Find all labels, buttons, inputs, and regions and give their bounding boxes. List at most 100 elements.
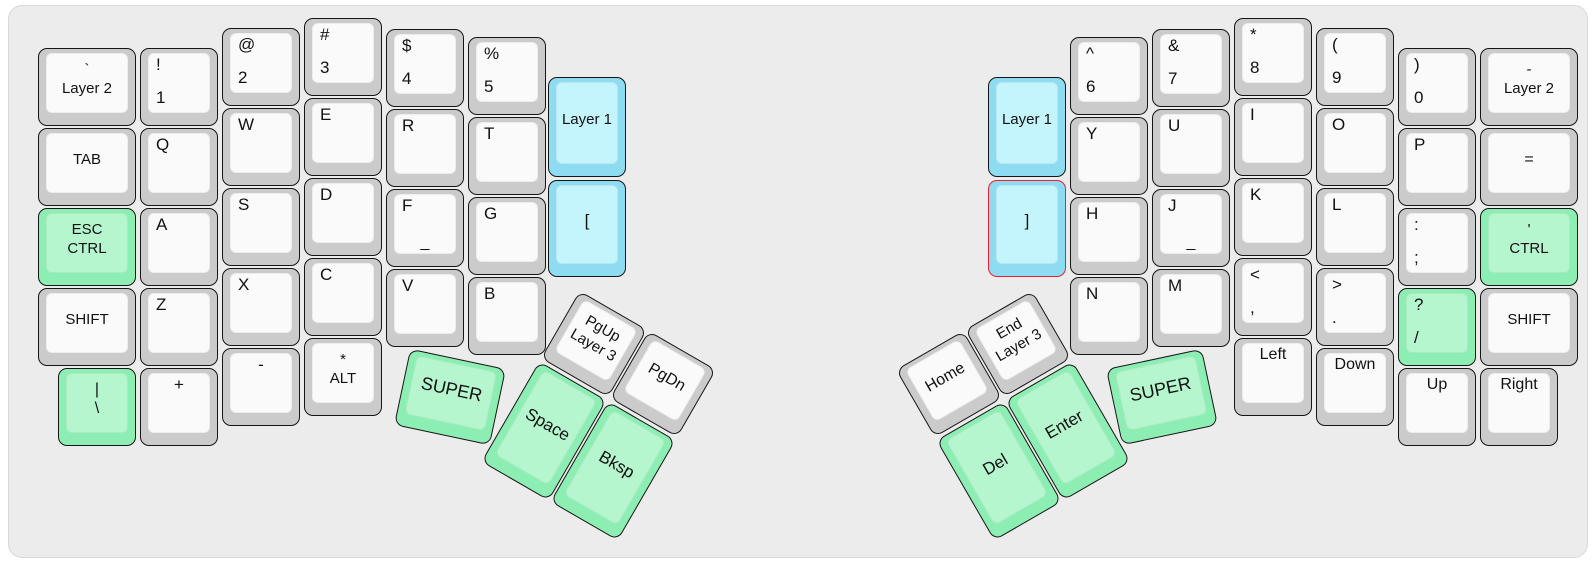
key-right-n[interactable]: N	[1070, 277, 1148, 355]
key-legend: @	[238, 35, 256, 54]
key-legend: 0	[1414, 88, 1424, 107]
key-right-arrow-up[interactable]: Up	[1398, 368, 1476, 446]
key-left-f[interactable]: F_	[386, 189, 464, 267]
key-left-super[interactable]: SUPER	[393, 348, 507, 446]
key-left-1[interactable]: !1	[140, 48, 218, 126]
key-right-arrow-right[interactable]: Right	[1480, 368, 1558, 446]
keycap-top: >.	[1324, 273, 1386, 333]
keycap-top: -	[230, 353, 292, 413]
key-legend: M	[1168, 276, 1183, 295]
key-left-g[interactable]: G	[468, 197, 546, 275]
key-left-d[interactable]: D	[304, 178, 382, 256]
keycap-top: Layer 1	[996, 82, 1058, 164]
key-legend: 2	[238, 68, 248, 87]
key-right-arrow-left[interactable]: Left	[1234, 338, 1312, 416]
key-left-z[interactable]: Z	[140, 288, 218, 366]
key-left-e[interactable]: E	[304, 98, 382, 176]
key-right-super[interactable]: SUPER	[1105, 348, 1219, 446]
key-legend: PgDn	[645, 359, 689, 395]
key-left-4[interactable]: $4	[386, 29, 464, 107]
key-right-i[interactable]: I	[1234, 98, 1312, 176]
key-right-y[interactable]: Y	[1070, 117, 1148, 195]
key-left-t[interactable]: T	[468, 117, 546, 195]
key-legend: Layer 1	[1001, 110, 1053, 128]
key-right-u[interactable]: U	[1152, 109, 1230, 187]
key-left-pipe-backslash[interactable]: |\	[58, 368, 136, 446]
keycap-top: Up	[1406, 373, 1468, 433]
key-legend: CTRL	[1509, 240, 1549, 257]
key-legend: TAB	[72, 150, 102, 168]
keycap-top: X	[230, 273, 292, 333]
key-legend: Q	[156, 135, 170, 154]
key-right-j[interactable]: J_	[1152, 189, 1230, 267]
key-left-5[interactable]: %5	[468, 37, 546, 115]
key-right-layer-1[interactable]: Layer 1	[988, 77, 1066, 177]
key-right-9[interactable]: (9	[1316, 28, 1394, 106]
key-legend: CTRL	[67, 240, 107, 257]
key-left-a[interactable]: A	[140, 208, 218, 286]
key-right-rbracket[interactable]: ]	[988, 180, 1066, 277]
key-legend: 8	[1250, 58, 1260, 77]
key-right-arrow-down[interactable]: Down	[1316, 348, 1394, 426]
keycap-top: B	[476, 282, 538, 342]
key-legend: %	[484, 44, 500, 63]
key-legend: Down	[1334, 356, 1376, 373]
key-left-grave-layer-2[interactable]: `Layer 2	[38, 48, 136, 126]
key-left-x[interactable]: X	[222, 268, 300, 346]
key-right-o[interactable]: O	[1316, 108, 1394, 186]
key-legend: !	[156, 55, 161, 74]
key-right-l[interactable]: L	[1316, 188, 1394, 266]
key-legend: E	[320, 105, 332, 124]
key-legend: SUPER	[419, 372, 485, 405]
key-legend: Space	[522, 403, 574, 445]
key-left-2[interactable]: @2	[222, 28, 300, 106]
key-legend: F	[402, 196, 413, 215]
key-right-7[interactable]: &7	[1152, 29, 1230, 107]
key-legend: Left	[1259, 346, 1287, 363]
key-legend: I	[1250, 105, 1255, 124]
key-right-k[interactable]: K	[1234, 178, 1312, 256]
key-legend: ]	[1024, 211, 1030, 230]
key-left-c[interactable]: C	[304, 258, 382, 336]
key-right-shift[interactable]: SHIFT	[1480, 288, 1578, 366]
key-left-r[interactable]: R	[386, 109, 464, 187]
key-legend: L	[1332, 195, 1342, 214]
key-legend: SHIFT	[1507, 310, 1551, 328]
key-right-minus-layer-2[interactable]: -Layer 2	[1480, 48, 1578, 126]
key-right-equals[interactable]: =	[1480, 128, 1578, 206]
key-right-m[interactable]: M	[1152, 269, 1230, 347]
keycap-top: $4	[394, 34, 456, 94]
key-right-slash[interactable]: ?/	[1398, 288, 1476, 366]
key-left-s[interactable]: S	[222, 188, 300, 266]
key-legend: &	[1168, 36, 1180, 55]
key-left-plus[interactable]: +	[140, 368, 218, 446]
key-right-quote-ctrl[interactable]: 'CTRL	[1480, 208, 1578, 286]
key-legend: S	[238, 195, 250, 214]
key-right-0[interactable]: )0	[1398, 48, 1476, 126]
key-left-shift[interactable]: SHIFT	[38, 288, 136, 366]
key-right-8[interactable]: *8	[1234, 18, 1312, 96]
key-left-v[interactable]: V	[386, 269, 464, 347]
key-right-period[interactable]: >.	[1316, 268, 1394, 346]
key-left-w[interactable]: W	[222, 108, 300, 186]
key-right-comma[interactable]: <,	[1234, 258, 1312, 336]
key-left-lbracket[interactable]: [	[548, 180, 626, 277]
key-left-layer-1[interactable]: Layer 1	[548, 77, 626, 177]
key-left-asterisk-alt[interactable]: *ALT	[304, 338, 382, 416]
key-right-6[interactable]: ^6	[1070, 37, 1148, 115]
key-right-h[interactable]: H	[1070, 197, 1148, 275]
key-left-3[interactable]: #3	[304, 18, 382, 96]
key-left-tab[interactable]: TAB	[38, 128, 136, 206]
key-left-q[interactable]: Q	[140, 128, 218, 206]
key-legend: -	[258, 355, 264, 374]
key-legend: Layer 1	[561, 110, 613, 128]
keycap-top: S	[230, 193, 292, 253]
key-right-p[interactable]: P	[1398, 128, 1476, 206]
key-left-b[interactable]: B	[468, 277, 546, 355]
key-left-minus[interactable]: -	[222, 348, 300, 426]
key-legend: `	[84, 61, 90, 78]
keycap-top: A	[148, 213, 210, 273]
key-right-semicolon[interactable]: :;	[1398, 208, 1476, 286]
